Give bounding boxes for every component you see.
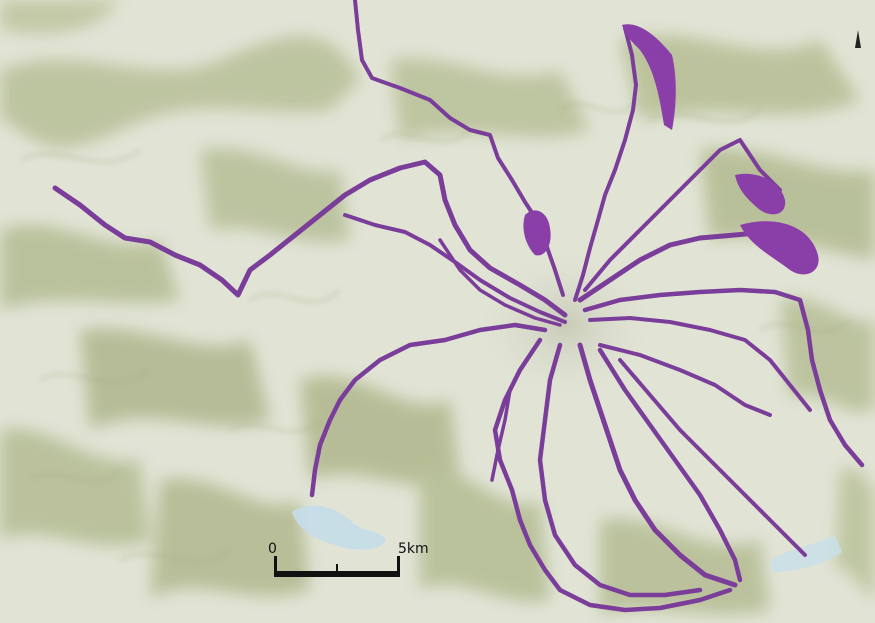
scale-start-label: 0 xyxy=(268,541,277,557)
flow-south-2 xyxy=(537,342,703,598)
flow-east-3 xyxy=(588,316,812,412)
scale-bar-tick-right xyxy=(397,556,400,577)
volcano-summit xyxy=(470,245,660,405)
flow-northeast-fan xyxy=(622,24,676,131)
flow-northeast-2 xyxy=(583,138,782,292)
scale-bar-tick-mid xyxy=(336,564,338,574)
flow-south-3 xyxy=(577,342,738,588)
lake xyxy=(292,505,386,550)
flow-east-fan xyxy=(740,221,819,275)
flow-east-4 xyxy=(598,343,772,417)
flow-northeast xyxy=(573,26,638,302)
flow-west xyxy=(52,159,568,318)
flow-south-5 xyxy=(618,358,807,557)
flow-south-6 xyxy=(490,388,512,482)
lahar-flow-paths xyxy=(52,0,865,613)
flow-northeast-fan-2 xyxy=(735,173,786,215)
flow-south-1 xyxy=(492,337,733,613)
flow-south-4 xyxy=(597,347,743,583)
flow-east-2 xyxy=(582,287,865,468)
north-arrow-icon xyxy=(855,30,861,48)
scale-bar: 0 5km xyxy=(268,541,429,577)
flow-west-3 xyxy=(438,238,562,327)
scale-end-label: 5km xyxy=(398,541,429,557)
flow-southwest xyxy=(309,322,548,498)
scale-bar-tick-left xyxy=(274,556,277,577)
flow-north-fan xyxy=(523,210,551,256)
